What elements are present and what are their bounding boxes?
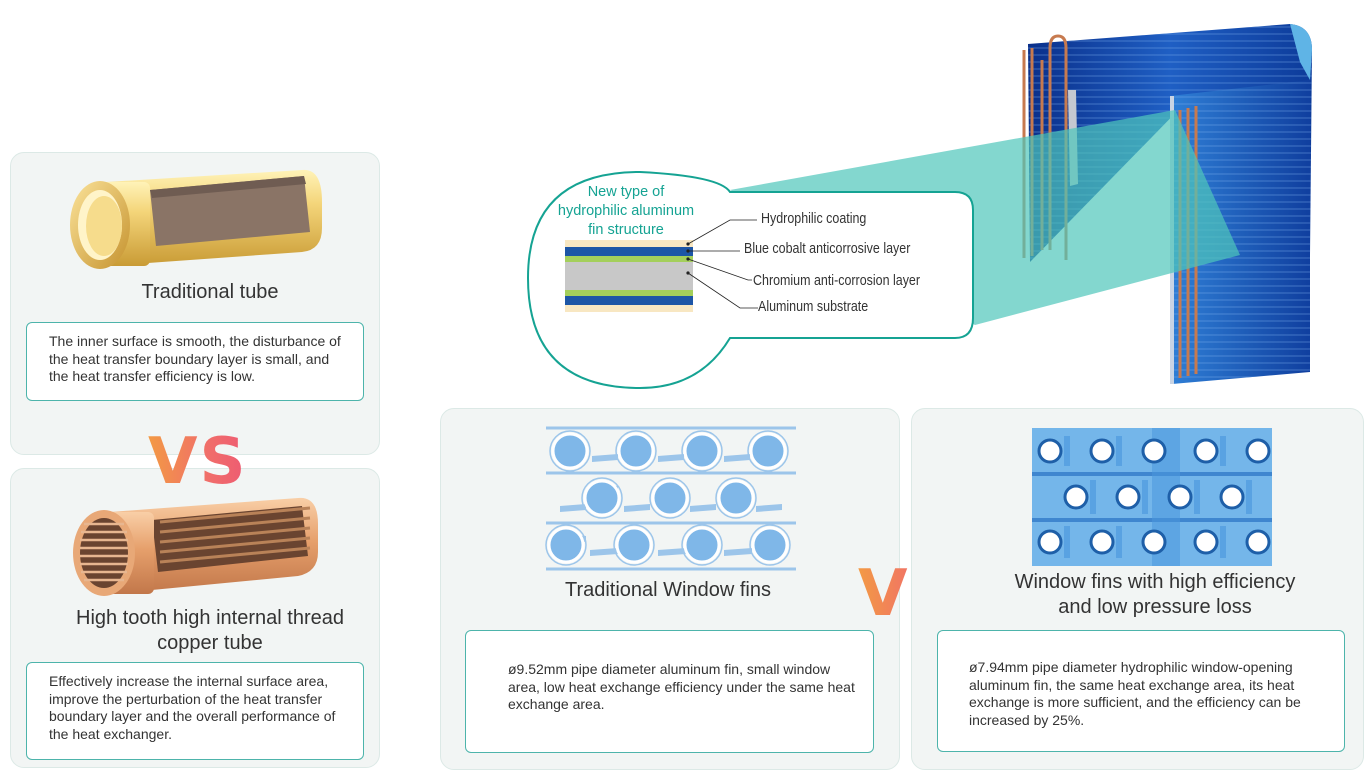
layer-label-blue-cobalt: Blue cobalt anticorrosive layer bbox=[744, 241, 911, 257]
layer-label-chromium: Chromium anti-corrosion layer bbox=[753, 273, 921, 289]
fin-structure-callout bbox=[526, 170, 974, 390]
layer-label-hydrophilic-coating: Hydrophilic coating bbox=[761, 211, 867, 227]
efficient-fins-title-line1: Window fins with high efficiency bbox=[1014, 571, 1296, 593]
fin-structure-title-line1: New type of bbox=[587, 184, 665, 200]
thread-tube-image bbox=[73, 497, 318, 596]
heat-exchanger-image bbox=[730, 24, 1312, 384]
fin-structure-title-line3: fin structure bbox=[588, 221, 664, 238]
fin-structure-title-line2: hydrophilic aluminum bbox=[557, 202, 695, 219]
layer-label-aluminum-substrate: Aluminum substrate bbox=[758, 299, 869, 315]
thread-tube-title-line2: copper tube bbox=[157, 632, 263, 654]
efficient-fins-title: Window fins with high efficiency and low… bbox=[930, 570, 1364, 620]
thread-tube-description: Effectively increase the internal surfac… bbox=[26, 662, 364, 760]
traditional-tube-title: Traditional tube bbox=[141, 281, 279, 303]
thread-tube-title: High tooth high internal thread copper t… bbox=[10, 606, 410, 656]
efficient-fins-title-line2: and low pressure loss bbox=[1058, 596, 1252, 618]
vs-label-left: VS bbox=[148, 425, 248, 499]
traditional-tube-description: The inner surface is smooth, the disturb… bbox=[26, 322, 364, 401]
thread-tube-title-line1: High tooth high internal thread bbox=[76, 607, 344, 629]
efficient-fins-description: ø7.94mm pipe diameter hydrophilic window… bbox=[937, 630, 1345, 752]
traditional-fins-image bbox=[545, 426, 796, 571]
traditional-fins-title: Traditional Window fins bbox=[564, 579, 771, 601]
traditional-fins-description: ø9.52mm pipe diameter aluminum fin, smal… bbox=[465, 630, 874, 753]
traditional-tube-image bbox=[70, 169, 322, 269]
efficient-fins-image bbox=[1032, 428, 1272, 566]
fin-structure-title: New type of hydrophilic aluminum fin str… bbox=[540, 183, 712, 240]
